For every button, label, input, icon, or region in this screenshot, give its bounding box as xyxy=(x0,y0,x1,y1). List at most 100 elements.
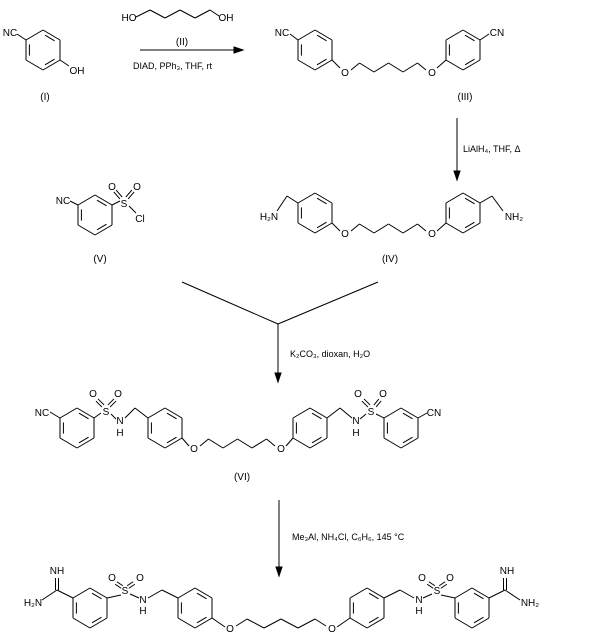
ring-bond xyxy=(89,587,108,599)
bond xyxy=(179,9,196,19)
ring-bond xyxy=(59,407,78,419)
ring-bond xyxy=(445,59,464,71)
ring-bond xyxy=(297,192,316,204)
bond xyxy=(277,281,379,325)
bond xyxy=(417,412,428,419)
ring-double-bond xyxy=(96,223,107,231)
ring-bond xyxy=(445,29,464,41)
atom-label: NH xyxy=(50,566,64,577)
ring-double-bond xyxy=(464,58,475,66)
chain-bond xyxy=(359,62,375,73)
double-bond xyxy=(114,583,122,589)
ring-bond xyxy=(194,617,213,629)
compound-label: (II) xyxy=(176,37,188,48)
bond xyxy=(285,437,294,447)
chain-bond xyxy=(199,438,209,447)
chain-bond xyxy=(237,438,253,449)
ring-bond xyxy=(309,407,328,419)
chain-bond xyxy=(235,618,248,627)
bond xyxy=(326,407,341,419)
chain-bond xyxy=(359,223,375,234)
ring-bond xyxy=(297,59,316,71)
ring-bond xyxy=(366,587,385,599)
ring-bond xyxy=(77,194,96,206)
bond xyxy=(93,412,102,419)
compound-VI: NC S O O N H O O N H S O O CN (VI) xyxy=(35,389,441,483)
bond xyxy=(359,413,367,420)
double-bond xyxy=(107,398,115,406)
bond xyxy=(491,195,504,212)
atom-label: O xyxy=(108,573,116,584)
atom-label: O xyxy=(418,573,426,584)
chain-bond xyxy=(350,223,360,232)
atom-label: O xyxy=(446,573,454,584)
atom-label: O xyxy=(190,444,198,455)
ring-double-bond xyxy=(464,197,475,205)
ring-bond xyxy=(471,617,490,629)
ring-double-bond xyxy=(91,616,102,624)
bond xyxy=(479,195,493,204)
ring-double-bond xyxy=(311,412,322,420)
ring-bond xyxy=(462,29,481,41)
reagents-step3: K₂CO₃, dioxan, H₂O xyxy=(290,349,370,359)
double-bond xyxy=(426,583,434,589)
compound-I: NC OH (I) xyxy=(3,28,85,103)
arrowhead-icon xyxy=(274,372,282,384)
atom-label: O xyxy=(89,389,97,400)
bond xyxy=(331,59,341,69)
ring-bond xyxy=(309,437,328,449)
atom-label: NH xyxy=(500,566,514,577)
bond xyxy=(440,594,456,599)
atom-label: H xyxy=(139,606,146,617)
bond xyxy=(149,9,166,19)
atom-label: S xyxy=(368,407,375,418)
bond xyxy=(161,589,179,599)
chain-bond xyxy=(297,618,316,629)
ring-bond xyxy=(76,437,95,449)
atom-label: O xyxy=(136,573,144,584)
atom-label: OH xyxy=(219,13,234,24)
ring-bond xyxy=(366,617,385,629)
ring-bond xyxy=(297,222,316,234)
atom-label: O xyxy=(226,624,234,635)
ring-double-bond xyxy=(464,221,475,229)
chain-bond xyxy=(417,62,427,71)
ring-bond xyxy=(94,224,113,236)
bond xyxy=(436,222,447,232)
chain-bond xyxy=(246,618,265,629)
ring-double-bond xyxy=(473,592,484,600)
bond xyxy=(375,413,385,419)
arrowhead-icon xyxy=(275,566,283,578)
double-bond xyxy=(109,400,117,408)
reagents-step1: DIAD, PPh₃, THF, rt xyxy=(133,61,213,71)
ring-double-bond xyxy=(78,412,89,420)
double-bond xyxy=(128,583,136,589)
ring-bond xyxy=(400,407,419,419)
chain-bond xyxy=(263,618,282,629)
ring-bond xyxy=(471,587,490,599)
ring-bond xyxy=(89,617,108,629)
ring-bond xyxy=(314,192,333,204)
atom-label: H xyxy=(415,606,422,617)
ring-double-bond xyxy=(91,592,102,600)
final-product: H₂N NH S O O N H O O N H S O O NH NH₂ xyxy=(24,566,539,635)
bond xyxy=(422,593,433,599)
ring-bond xyxy=(76,407,95,419)
ring-bond xyxy=(297,29,316,41)
bond xyxy=(181,281,279,325)
bond xyxy=(106,594,122,599)
ring-bond xyxy=(59,437,78,449)
double-bond xyxy=(97,398,105,406)
bond xyxy=(134,407,149,419)
atom-label: S xyxy=(103,407,110,418)
atom-label: S xyxy=(121,199,128,210)
ring-bond xyxy=(194,587,213,599)
atom-label: O xyxy=(379,389,387,400)
double-bond xyxy=(116,581,124,587)
bond xyxy=(147,589,163,599)
ring-bond xyxy=(292,407,311,419)
bond xyxy=(488,589,506,599)
ring-double-bond xyxy=(44,58,55,66)
reagents-step2: LiAlH₄, THF, Δ xyxy=(463,144,521,154)
